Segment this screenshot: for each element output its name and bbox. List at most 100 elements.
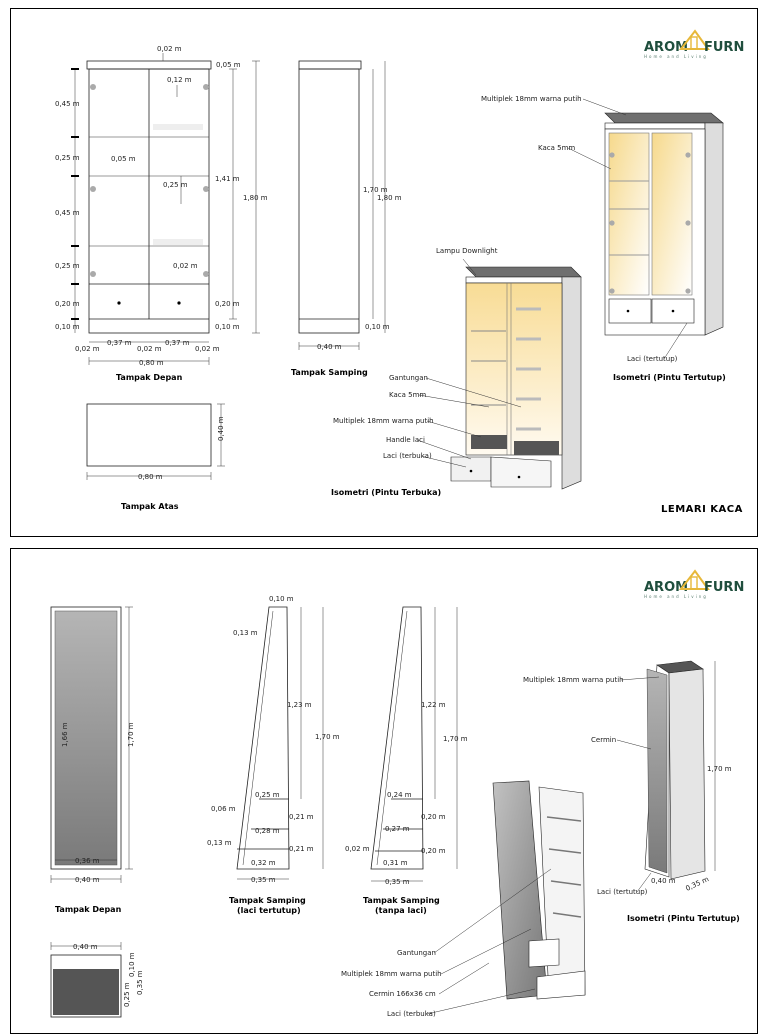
svg-text:0,35 m: 0,35 m <box>684 875 710 893</box>
svg-text:Isometri (Pintu Terbuka): Isometri (Pintu Terbuka) <box>331 488 441 497</box>
svg-text:Laci (tertutup): Laci (tertutup) <box>627 355 678 363</box>
svg-text:0,02 m: 0,02 m <box>195 345 220 353</box>
svg-text:0,06 m: 0,06 m <box>211 805 236 813</box>
svg-text:0,32 m: 0,32 m <box>251 859 276 867</box>
svg-text:0,25 m: 0,25 m <box>55 262 80 270</box>
front-view: 0,45 m 0,25 m 0,45 m 0,25 m 0,20 m 0,10 … <box>55 45 268 382</box>
svg-text:0,37 m: 0,37 m <box>107 339 132 347</box>
svg-text:0,02 m: 0,02 m <box>345 845 370 853</box>
svg-text:0,10 m: 0,10 m <box>55 323 80 331</box>
svg-text:0,02 m: 0,02 m <box>75 345 100 353</box>
iso-closed-view: Multiplek 18mm warna putih Kaca 5mm Laci… <box>481 95 726 382</box>
svg-text:Tampak Atas: Tampak Atas <box>121 502 179 511</box>
svg-text:0,21 m: 0,21 m <box>289 813 314 821</box>
svg-text:Cermin: Cermin <box>591 736 616 744</box>
svg-text:0,40 m: 0,40 m <box>73 943 98 951</box>
svg-text:0,10 m: 0,10 m <box>128 952 136 977</box>
svg-text:1,66 m: 1,66 m <box>61 722 69 747</box>
svg-text:Isometri (Pintu Tertutup): Isometri (Pintu Tertutup) <box>627 914 740 923</box>
mirror-top-view: 0,40 m 0,10 m 0,25 m 0,35 m <box>50 942 144 1018</box>
svg-text:Laci (terbuka): Laci (terbuka) <box>387 1010 436 1018</box>
svg-text:Tampak Samping: Tampak Samping <box>229 896 306 905</box>
svg-text:0,10 m: 0,10 m <box>269 595 294 603</box>
svg-text:0,45 m: 0,45 m <box>55 209 80 217</box>
svg-text:Gantungan: Gantungan <box>389 374 428 382</box>
mirror-front-view: 1,66 m 1,70 m 0,36 m 0,40 m Tampak Depan <box>50 606 135 914</box>
svg-text:0,21 m: 0,21 m <box>289 845 314 853</box>
svg-text:0,13 m: 0,13 m <box>207 839 232 847</box>
svg-text:1,80 m: 1,80 m <box>377 194 402 202</box>
svg-text:0,02 m: 0,02 m <box>157 45 182 53</box>
svg-text:Multiplek 18mm warna putih: Multiplek 18mm warna putih <box>523 676 624 684</box>
svg-text:0,02 m: 0,02 m <box>173 262 198 270</box>
svg-text:0,02 m: 0,02 m <box>137 345 162 353</box>
svg-text:0,25 m: 0,25 m <box>255 791 280 799</box>
svg-text:0,25 m: 0,25 m <box>123 982 131 1007</box>
svg-text:0,12 m: 0,12 m <box>167 76 192 84</box>
svg-text:AROM: AROM <box>644 580 688 595</box>
svg-text:0,35 m: 0,35 m <box>385 878 410 886</box>
svg-text:0,13 m: 0,13 m <box>233 629 258 637</box>
svg-text:0,40 m: 0,40 m <box>317 343 342 351</box>
svg-text:0,37 m: 0,37 m <box>165 339 190 347</box>
svg-text:0,40 m: 0,40 m <box>651 877 676 885</box>
sheet2-drawing: AROM FURN Home and Living 1,66 m 1,70 m … <box>50 569 744 1018</box>
drawing-sheet-2: AROM FURN Home and Living 1,66 m 1,70 m … <box>10 548 758 1034</box>
svg-text:0,40 m: 0,40 m <box>75 876 100 884</box>
svg-text:1,70 m: 1,70 m <box>443 735 468 743</box>
svg-text:(laci tertutup): (laci tertutup) <box>237 906 301 915</box>
svg-text:0,36 m: 0,36 m <box>75 857 100 865</box>
svg-text:Tampak Depan: Tampak Depan <box>116 373 183 382</box>
drawing-sheet-1: AROM FURN Home and Living 0,45 m 0,25 m … <box>10 8 758 537</box>
svg-text:Tampak Samping: Tampak Samping <box>363 896 440 905</box>
svg-text:Tampak Samping: Tampak Samping <box>291 368 368 377</box>
svg-text:Lampu Downlight: Lampu Downlight <box>436 247 498 255</box>
mirror-iso-closed-view: Multiplek 18mm warna putih Cermin 1,70 m… <box>523 660 740 923</box>
svg-text:Laci (tertutup): Laci (tertutup) <box>597 888 648 896</box>
svg-text:0,24 m: 0,24 m <box>387 791 412 799</box>
svg-text:0,10 m: 0,10 m <box>215 323 240 331</box>
side-view: 1,70 m 1,80 m 0,10 m 0,40 m Tampak Sampi… <box>291 60 402 377</box>
svg-text:Multiplek 18mm warna putih: Multiplek 18mm warna putih <box>341 970 442 978</box>
svg-text:Cermin 166x36 cm: Cermin 166x36 cm <box>369 990 436 998</box>
brand-logo-2: AROM FURN Home and Living <box>644 569 744 599</box>
iso-open-view: Lampu Downlight Gantungan Kaca 5mm Multi… <box>331 247 582 497</box>
svg-text:0,05 m: 0,05 m <box>111 155 136 163</box>
svg-text:Home and Living: Home and Living <box>644 54 708 59</box>
svg-text:0,20 m: 0,20 m <box>421 813 446 821</box>
svg-text:0,20 m: 0,20 m <box>421 847 446 855</box>
svg-text:0,80 m: 0,80 m <box>139 359 164 367</box>
svg-text:Kaca 5mm: Kaca 5mm <box>389 391 426 399</box>
side-open-view: 1,22 m 1,70 m 0,24 m 0,20 m 0,27 m 0,20 … <box>345 606 468 915</box>
svg-text:0,10 m: 0,10 m <box>365 323 390 331</box>
svg-text:Laci (terbuka): Laci (terbuka) <box>383 452 432 460</box>
svg-text:FURN: FURN <box>704 40 744 55</box>
svg-text:(tanpa laci): (tanpa laci) <box>375 906 427 915</box>
svg-text:0,45 m: 0,45 m <box>55 100 80 108</box>
side-closed-view: 0,10 m 0,13 m 1,23 m 1,70 m 0,25 m 0,06 … <box>207 595 340 915</box>
svg-text:1,80 m: 1,80 m <box>243 194 268 202</box>
svg-text:Multiplek 18mm warna putih: Multiplek 18mm warna putih <box>333 417 434 425</box>
top-view: 0,40 m 0,80 m Tampak Atas <box>86 403 225 511</box>
svg-text:0,25 m: 0,25 m <box>55 154 80 162</box>
svg-text:1,70 m: 1,70 m <box>707 765 732 773</box>
svg-text:Isometri (Pintu Tertutup): Isometri (Pintu Tertutup) <box>613 373 726 382</box>
svg-text:Gantungan: Gantungan <box>397 949 436 957</box>
svg-text:0,27 m: 0,27 m <box>385 825 410 833</box>
svg-text:1,41 m: 1,41 m <box>215 175 240 183</box>
svg-text:1,70 m: 1,70 m <box>127 722 135 747</box>
svg-text:Multiplek 18mm warna putih: Multiplek 18mm warna putih <box>481 95 582 103</box>
brand-logo: AROM FURN Home and Living <box>644 29 744 59</box>
svg-text:0,05 m: 0,05 m <box>216 61 241 69</box>
svg-text:1,70 m: 1,70 m <box>363 186 388 194</box>
svg-text:Tampak Depan: Tampak Depan <box>55 905 122 914</box>
svg-text:0,35 m: 0,35 m <box>136 970 144 995</box>
svg-text:Home and Living: Home and Living <box>644 594 708 599</box>
svg-text:0,31 m: 0,31 m <box>383 859 408 867</box>
svg-text:0,28 m: 0,28 m <box>255 827 280 835</box>
svg-text:0,35 m: 0,35 m <box>251 876 276 884</box>
svg-text:0,25 m: 0,25 m <box>163 181 188 189</box>
svg-text:0,20 m: 0,20 m <box>215 300 240 308</box>
mirror-iso-open-view: Gantungan Multiplek 18mm warna putih Cer… <box>341 780 586 1018</box>
svg-text:0,40 m: 0,40 m <box>217 416 225 441</box>
